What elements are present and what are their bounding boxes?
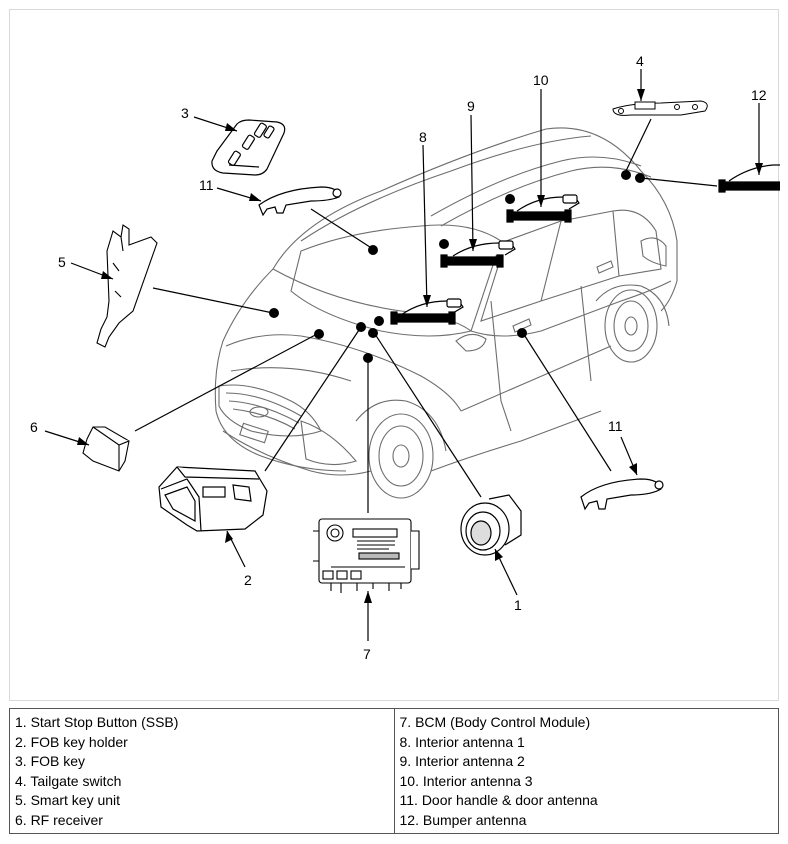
diagram-drawing: 3 11 5 6 2 7 1 11 8 9 10 4 12 [30,53,780,662]
callout-8: 8 [419,129,427,145]
legend-item-6: 6. RF receiver [15,811,103,828]
dot-2 [356,322,366,332]
legend-item-8: 8. Interior antenna 1 [399,733,525,750]
dot-8 [374,316,384,326]
dot-10 [505,194,515,204]
interior-antenna-3-drawing [506,194,580,223]
callout-3: 3 [181,105,189,121]
legend-item-2: 2. FOB key holder [15,733,128,750]
callout-6: 6 [30,419,38,435]
callout-11-top: 11 [199,177,214,193]
dot-7 [363,353,373,363]
leader-1-car [372,330,482,498]
legend-item-4: 4. Tailgate switch [15,772,122,789]
dot-5 [269,308,279,318]
interior-antenna-1-drawing [390,298,464,325]
callout-11-right: 11 [608,418,623,434]
antennas [390,164,780,325]
legend-column-right: 7. BCM (Body Control Module) 8. Interior… [393,708,779,834]
leader-11b-car [522,332,612,472]
rf-receiver-drawing [82,426,130,472]
dot-4 [621,170,631,180]
callout-9: 9 [467,98,475,114]
legend-column-left: 1. Start Stop Button (SSB) 2. FOB key ho… [9,708,395,834]
dot-11a [368,245,378,255]
legend-item-10: 10. Interior antenna 3 [399,772,533,789]
dot-6 [314,329,324,339]
smart-key-unit-drawing [96,224,158,348]
interior-antenna-2-drawing [440,240,516,268]
legend-item-9: 9. Interior antenna 2 [399,753,525,770]
dot-1 [368,328,378,338]
tailgate-switch-drawing [612,100,708,116]
dot-9 [439,239,449,249]
leader-lines [44,69,760,641]
component-location-diagram: 3 11 5 6 2 7 1 11 8 9 10 4 12 [9,9,780,701]
leader-8 [422,144,428,308]
legend-table: 1. Start Stop Button (SSB) 2. FOB key ho… [9,708,779,834]
leader-5-car [152,287,274,314]
callout-10: 10 [533,72,549,88]
legend-item-11: 11. Door handle & door antenna [399,792,598,809]
dot-11b [517,328,527,338]
legend-item-12: 12. Bumper antenna [399,811,527,828]
vehicle-outline [214,127,678,499]
leader-2-car [264,326,362,472]
callout-1: 1 [514,597,522,613]
callout-5: 5 [58,254,66,270]
legend-item-7: 7. BCM (Body Control Module) [399,714,591,730]
leader-4-car [624,118,652,174]
arrowheads [77,89,763,603]
leader-12-car [640,177,718,187]
door-handle-top-drawing [258,186,342,217]
callout-12: 12 [751,87,767,103]
legend-item-5: 5. Smart key unit [15,792,121,809]
legend-item-3: 3. FOB key [15,753,86,770]
leader-6-car [134,332,320,432]
callout-4: 4 [636,53,644,69]
fob-key-drawing [211,119,286,176]
dot-12 [635,173,645,183]
callout-2: 2 [244,572,252,588]
legend-item-1: 1. Start Stop Button (SSB) [15,714,179,730]
fob-key-holder-drawing [158,466,268,532]
callout-7: 7 [363,646,371,662]
ssb-drawing [460,494,522,556]
leader-11a-car [310,208,374,250]
door-handle-right-drawing [580,478,664,511]
location-dots [269,170,645,363]
bumper-antenna-drawing [718,164,780,193]
bcm-drawing [313,518,420,593]
callout-numbers: 3 11 5 6 2 7 1 11 8 9 10 4 12 [30,53,767,662]
leader-9 [470,114,474,252]
